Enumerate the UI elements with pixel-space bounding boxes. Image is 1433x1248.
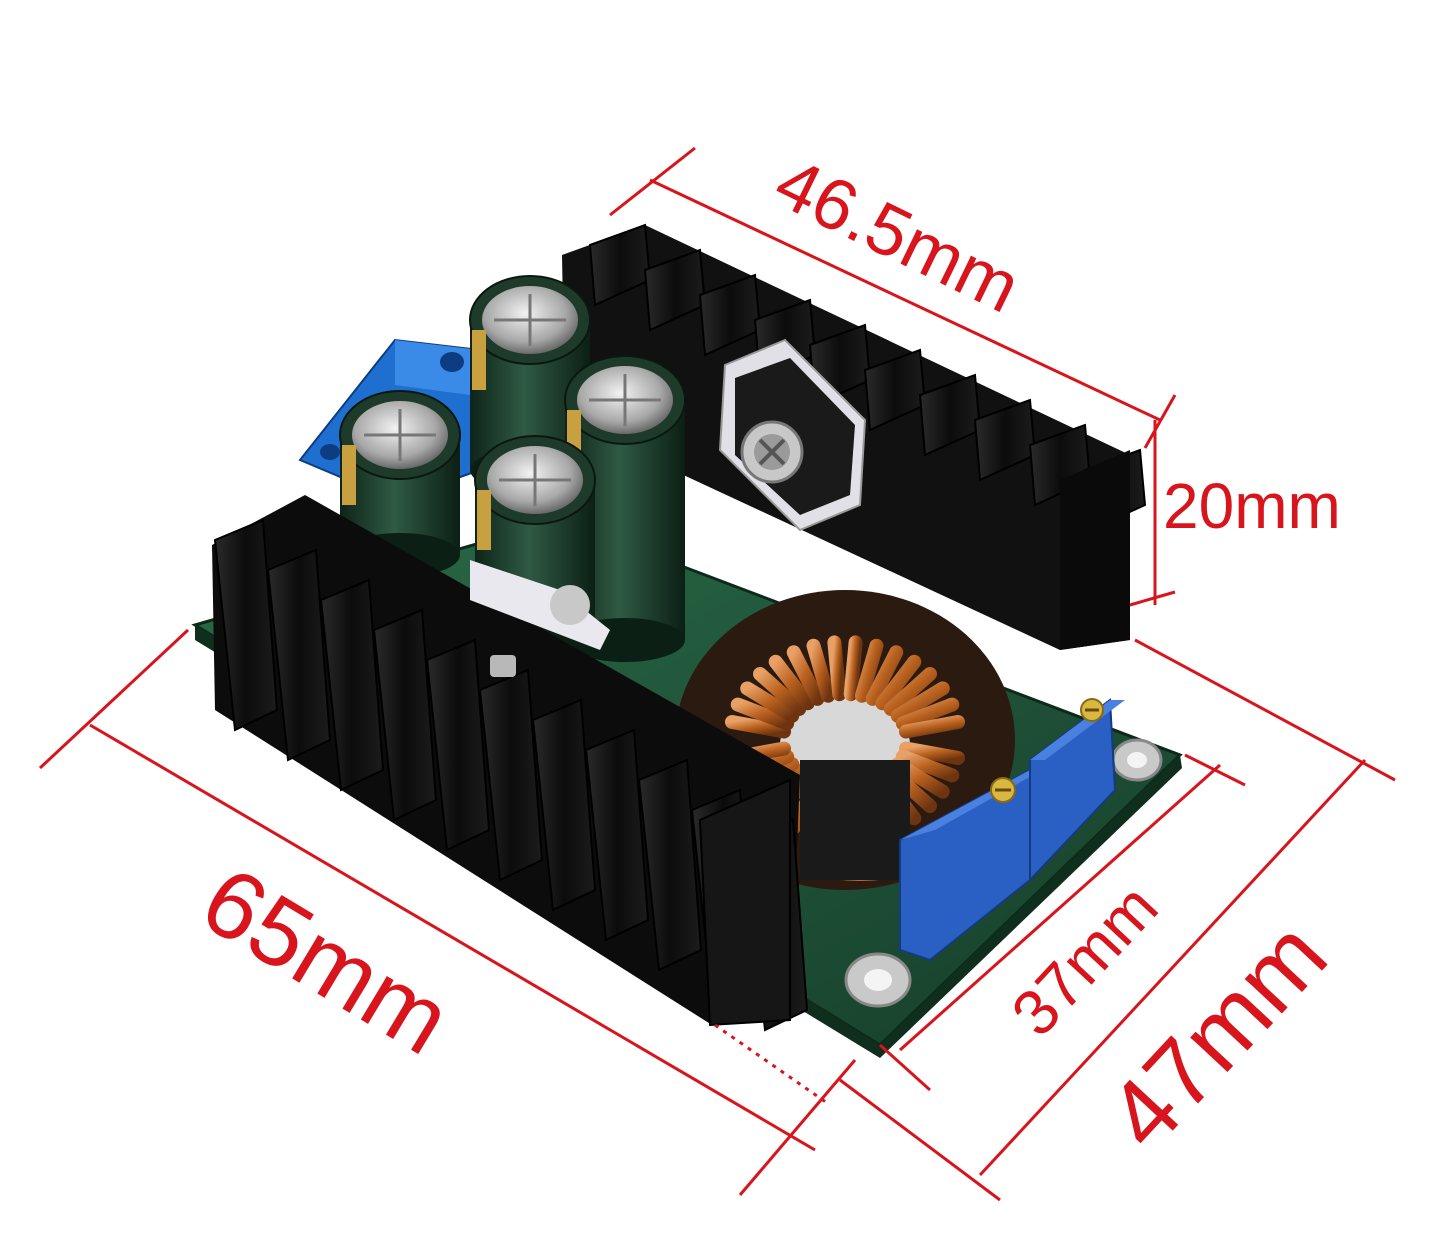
dimension-lines (38, 146, 1396, 1202)
coil-turn (740, 681, 800, 723)
toroid-coil-icon (675, 590, 1015, 890)
mounting-hole (1111, 738, 1163, 782)
trimmer-potentiometer-icon (899, 760, 1060, 962)
coil-turn (724, 714, 792, 739)
coil-turn (806, 638, 836, 703)
coil-turn (898, 714, 966, 739)
heatsink-front (212, 495, 809, 1032)
coil-turn (875, 654, 922, 711)
heatsink-fin (266, 548, 332, 762)
heatsink-fin (319, 578, 385, 792)
heatsink-back (562, 223, 1147, 650)
coil-turn (895, 749, 960, 783)
mounting-hole (844, 952, 912, 1008)
heatsink-fin (584, 728, 650, 942)
coil-turn (898, 741, 966, 766)
trimmer-potentiometer-icon (1029, 698, 1125, 883)
coil-turn (895, 697, 960, 731)
coil-turn (768, 654, 815, 711)
coil-turn (865, 645, 904, 706)
heatsink-fin (425, 638, 491, 852)
dimension-label-height: 20mm (1163, 470, 1341, 542)
coil-turn (786, 645, 825, 706)
heatsink-fin (698, 778, 791, 1027)
dimension-label-length: 65mm (184, 846, 468, 1075)
coil-turn (883, 666, 937, 717)
coil-turn (843, 635, 863, 702)
heatsink-fin (637, 758, 703, 972)
coil-turn (827, 635, 847, 702)
coil-turn (753, 666, 807, 717)
heatsink-fin (531, 698, 597, 912)
heatsink-fin (372, 608, 438, 822)
coil-turn (890, 681, 950, 723)
heatsink-fin (213, 518, 279, 732)
coil-turn (730, 697, 795, 731)
coil-turn (854, 638, 884, 703)
